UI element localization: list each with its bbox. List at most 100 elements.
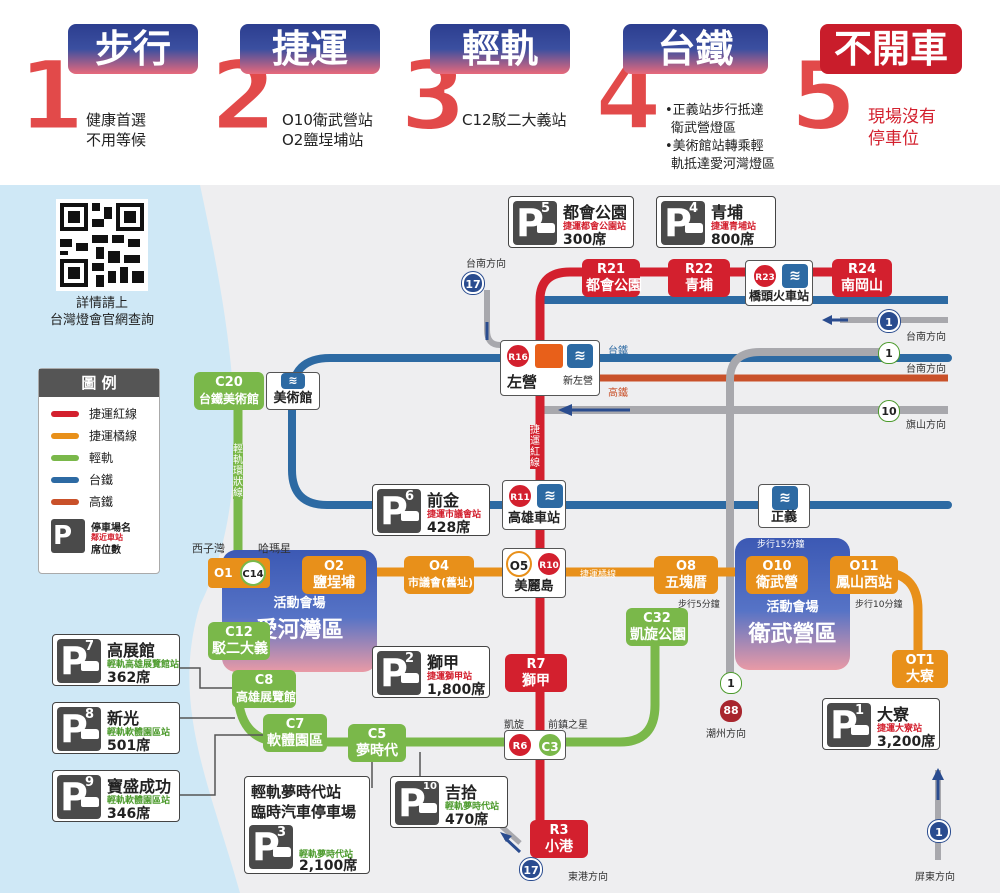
option-desc-line: 軌抵達愛河灣燈區 xyxy=(671,157,776,172)
qr-note-line: 台灣燈會官網查詢 xyxy=(49,313,154,328)
parking-capacity: 346席 xyxy=(107,806,151,822)
station-r11[interactable]: R11 ≋ 高雄車站 xyxy=(502,480,566,530)
legend-parking-icon: P xyxy=(51,519,85,553)
label-xiziwan: 西子灣 xyxy=(192,542,225,555)
parking-station: 輕軌軟體園區站 xyxy=(107,728,171,738)
label-tainan-direction: 台南方向 xyxy=(906,332,946,343)
parking-number: 6 xyxy=(405,489,415,504)
legend-swatch-blue xyxy=(51,477,79,483)
station-name: 鳳山西站 xyxy=(836,575,892,591)
legend-swatch-orange xyxy=(51,433,79,439)
station-code: C8 xyxy=(254,673,274,688)
station-r16[interactable]: R16 ≋ 左營 新左營 xyxy=(500,340,600,396)
highway-88-icon: 88 xyxy=(720,700,742,722)
label-mrt-orange: 捷運橘線 xyxy=(580,570,617,580)
label-pingdong-direction: 屏東方向 xyxy=(915,872,955,883)
parking-number: 9 xyxy=(85,775,95,790)
option-title: 捷運 xyxy=(240,24,380,74)
station-name: 橋頭火車站 xyxy=(748,289,809,303)
station-name: 小港 xyxy=(545,839,573,855)
option-desc-line: 健康首選 xyxy=(86,111,147,129)
legend-label: 捷運紅線 xyxy=(89,407,138,421)
station-code: R23 xyxy=(752,263,778,289)
legend-swatch-brown xyxy=(51,499,79,505)
station-r6[interactable]: R6 C3 xyxy=(504,730,566,760)
station-code-green: C3 xyxy=(537,732,563,758)
station-museum-tra[interactable]: ≋ 美術館 xyxy=(266,372,320,410)
station-c20[interactable]: C20 台鐵美術館 xyxy=(194,372,264,410)
station-name-alt: 新左營 xyxy=(563,376,593,387)
parking-icon: P xyxy=(57,639,101,683)
station-r10[interactable]: O5 R10 美麗島 xyxy=(502,548,566,598)
station-name: 凱旋公園 xyxy=(630,627,686,643)
tra-logo-icon: ≋ xyxy=(772,486,798,510)
option-desc-line: •美術館站轉乘輕 xyxy=(665,139,764,154)
option-desc-line: 現場沒有 xyxy=(868,107,936,127)
station-code: R24 xyxy=(847,262,877,277)
station-name: 夢時代 xyxy=(356,743,398,759)
label-chaozhou-direction: 潮州方向 xyxy=(706,729,746,740)
option-desc-line: O2鹽埕埔站 xyxy=(282,131,364,149)
station-name: 美術館 xyxy=(273,391,313,406)
station-code: C20 xyxy=(215,375,243,390)
parking-capacity: 428席 xyxy=(427,520,471,536)
station-name: 南岡山 xyxy=(841,278,883,294)
option-desc-line: 停車位 xyxy=(868,129,919,149)
station-code: R22 xyxy=(684,262,714,277)
qr-code[interactable] xyxy=(56,199,148,291)
station-code: O10 xyxy=(762,559,792,574)
station-name: 高雄車站 xyxy=(507,511,560,526)
station-zhengyi[interactable]: ≋ 正義 xyxy=(758,484,810,528)
legend-label: 台鐵 xyxy=(89,473,114,487)
label-walk-15: 步行15分鐘 xyxy=(757,540,805,550)
station-code: R7 xyxy=(526,657,546,672)
parking-station: 輕軌夢時代站 xyxy=(445,802,500,812)
label-tra: 台鐵 xyxy=(608,346,628,357)
legend-parking-station: 鄰近車站 xyxy=(91,533,123,542)
parking-name: 新光 xyxy=(107,709,140,728)
station-r23[interactable]: R23 ≋ 橋頭火車站 xyxy=(745,260,813,306)
parking-name: 大寮 xyxy=(877,705,910,724)
station-o1[interactable]: O1 C14 xyxy=(208,558,270,588)
highway-1-icon: 1 xyxy=(928,820,950,842)
label-walk-10: 步行10分鐘 xyxy=(855,600,903,610)
road-line-6 xyxy=(498,823,522,845)
parking-icon: P xyxy=(395,781,439,825)
legend-title: 圖 例 xyxy=(39,369,159,397)
station-name: 市議會(舊址) xyxy=(408,576,474,589)
station-code: R16 xyxy=(505,343,531,369)
parking-name: 獅甲 xyxy=(427,653,460,672)
station-code: OT1 xyxy=(905,653,935,668)
station-name: 台鐵美術館 xyxy=(198,392,259,406)
parking-name: 前金 xyxy=(427,491,460,510)
label-mrt-red-vertical: 捷運紅線 xyxy=(530,425,540,469)
parking-number: 5 xyxy=(541,201,551,216)
station-code: C5 xyxy=(367,727,387,742)
